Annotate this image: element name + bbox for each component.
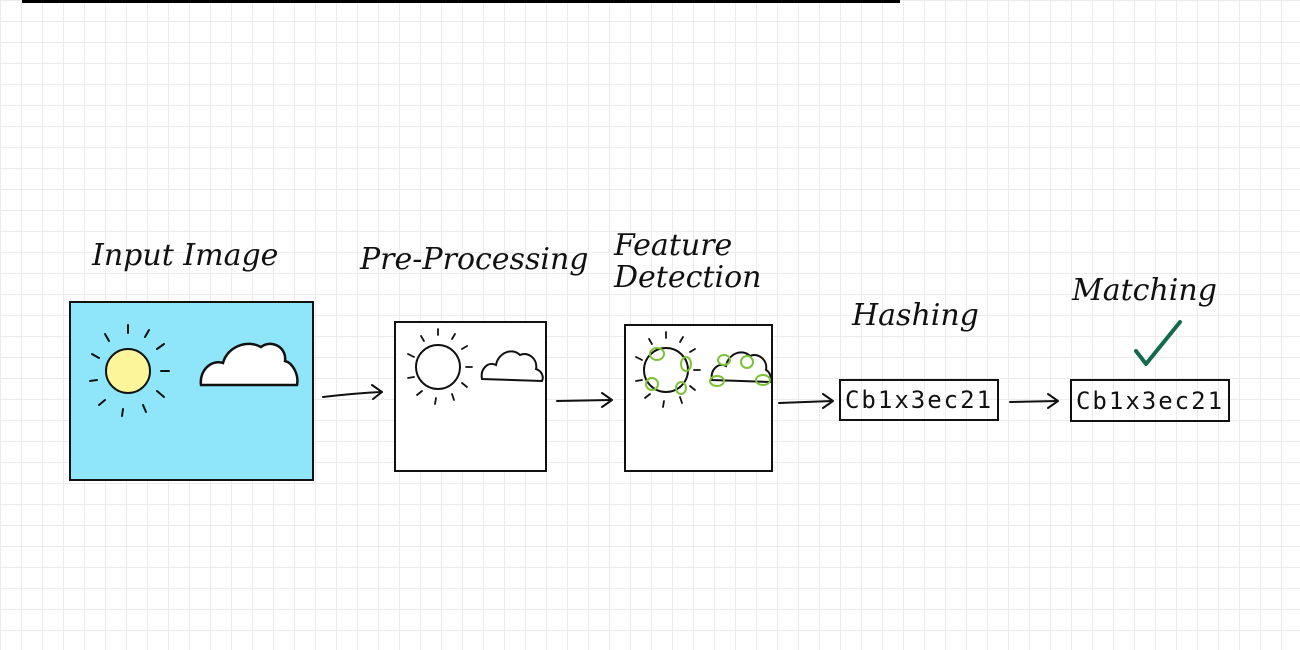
top-rule (22, 0, 900, 3)
feature-marker (645, 377, 659, 391)
preprocessing-drawing (407, 328, 544, 405)
feature-marker (709, 375, 725, 387)
input-image-drawing (89, 324, 299, 417)
preprocessing-frame (394, 321, 547, 472)
feature-marker (740, 355, 754, 369)
feature-marker (675, 381, 687, 395)
feature-detection-drawing (635, 331, 772, 408)
feature-detection-frame (624, 324, 773, 472)
feature-markers (645, 347, 771, 395)
input-image-frame (69, 301, 314, 481)
feature-marker (755, 374, 771, 386)
right-arrow-icon (778, 393, 834, 409)
right-arrow-icon (556, 392, 613, 408)
input-image-label: Input Image (92, 238, 279, 273)
cloud-icon (480, 350, 544, 383)
feature-marker (649, 347, 665, 361)
right-arrow-icon (322, 384, 383, 400)
hashing-label: Hashing (852, 298, 979, 333)
feature-detection-label: Feature Detection (614, 228, 762, 295)
sun-icon (407, 328, 473, 405)
matched-hash-box: Cb1x3ec21 (1070, 379, 1230, 422)
right-arrow-icon (1009, 393, 1059, 409)
sun-icon (89, 324, 170, 417)
feature-marker (717, 354, 731, 366)
checkmark-icon (1134, 320, 1182, 366)
matching-label: Matching (1072, 273, 1217, 308)
cloud-icon (199, 342, 299, 387)
feature-marker (680, 356, 692, 372)
hash-value-box: Cb1x3ec21 (839, 379, 999, 421)
preprocessing-label: Pre-Processing (360, 242, 589, 277)
